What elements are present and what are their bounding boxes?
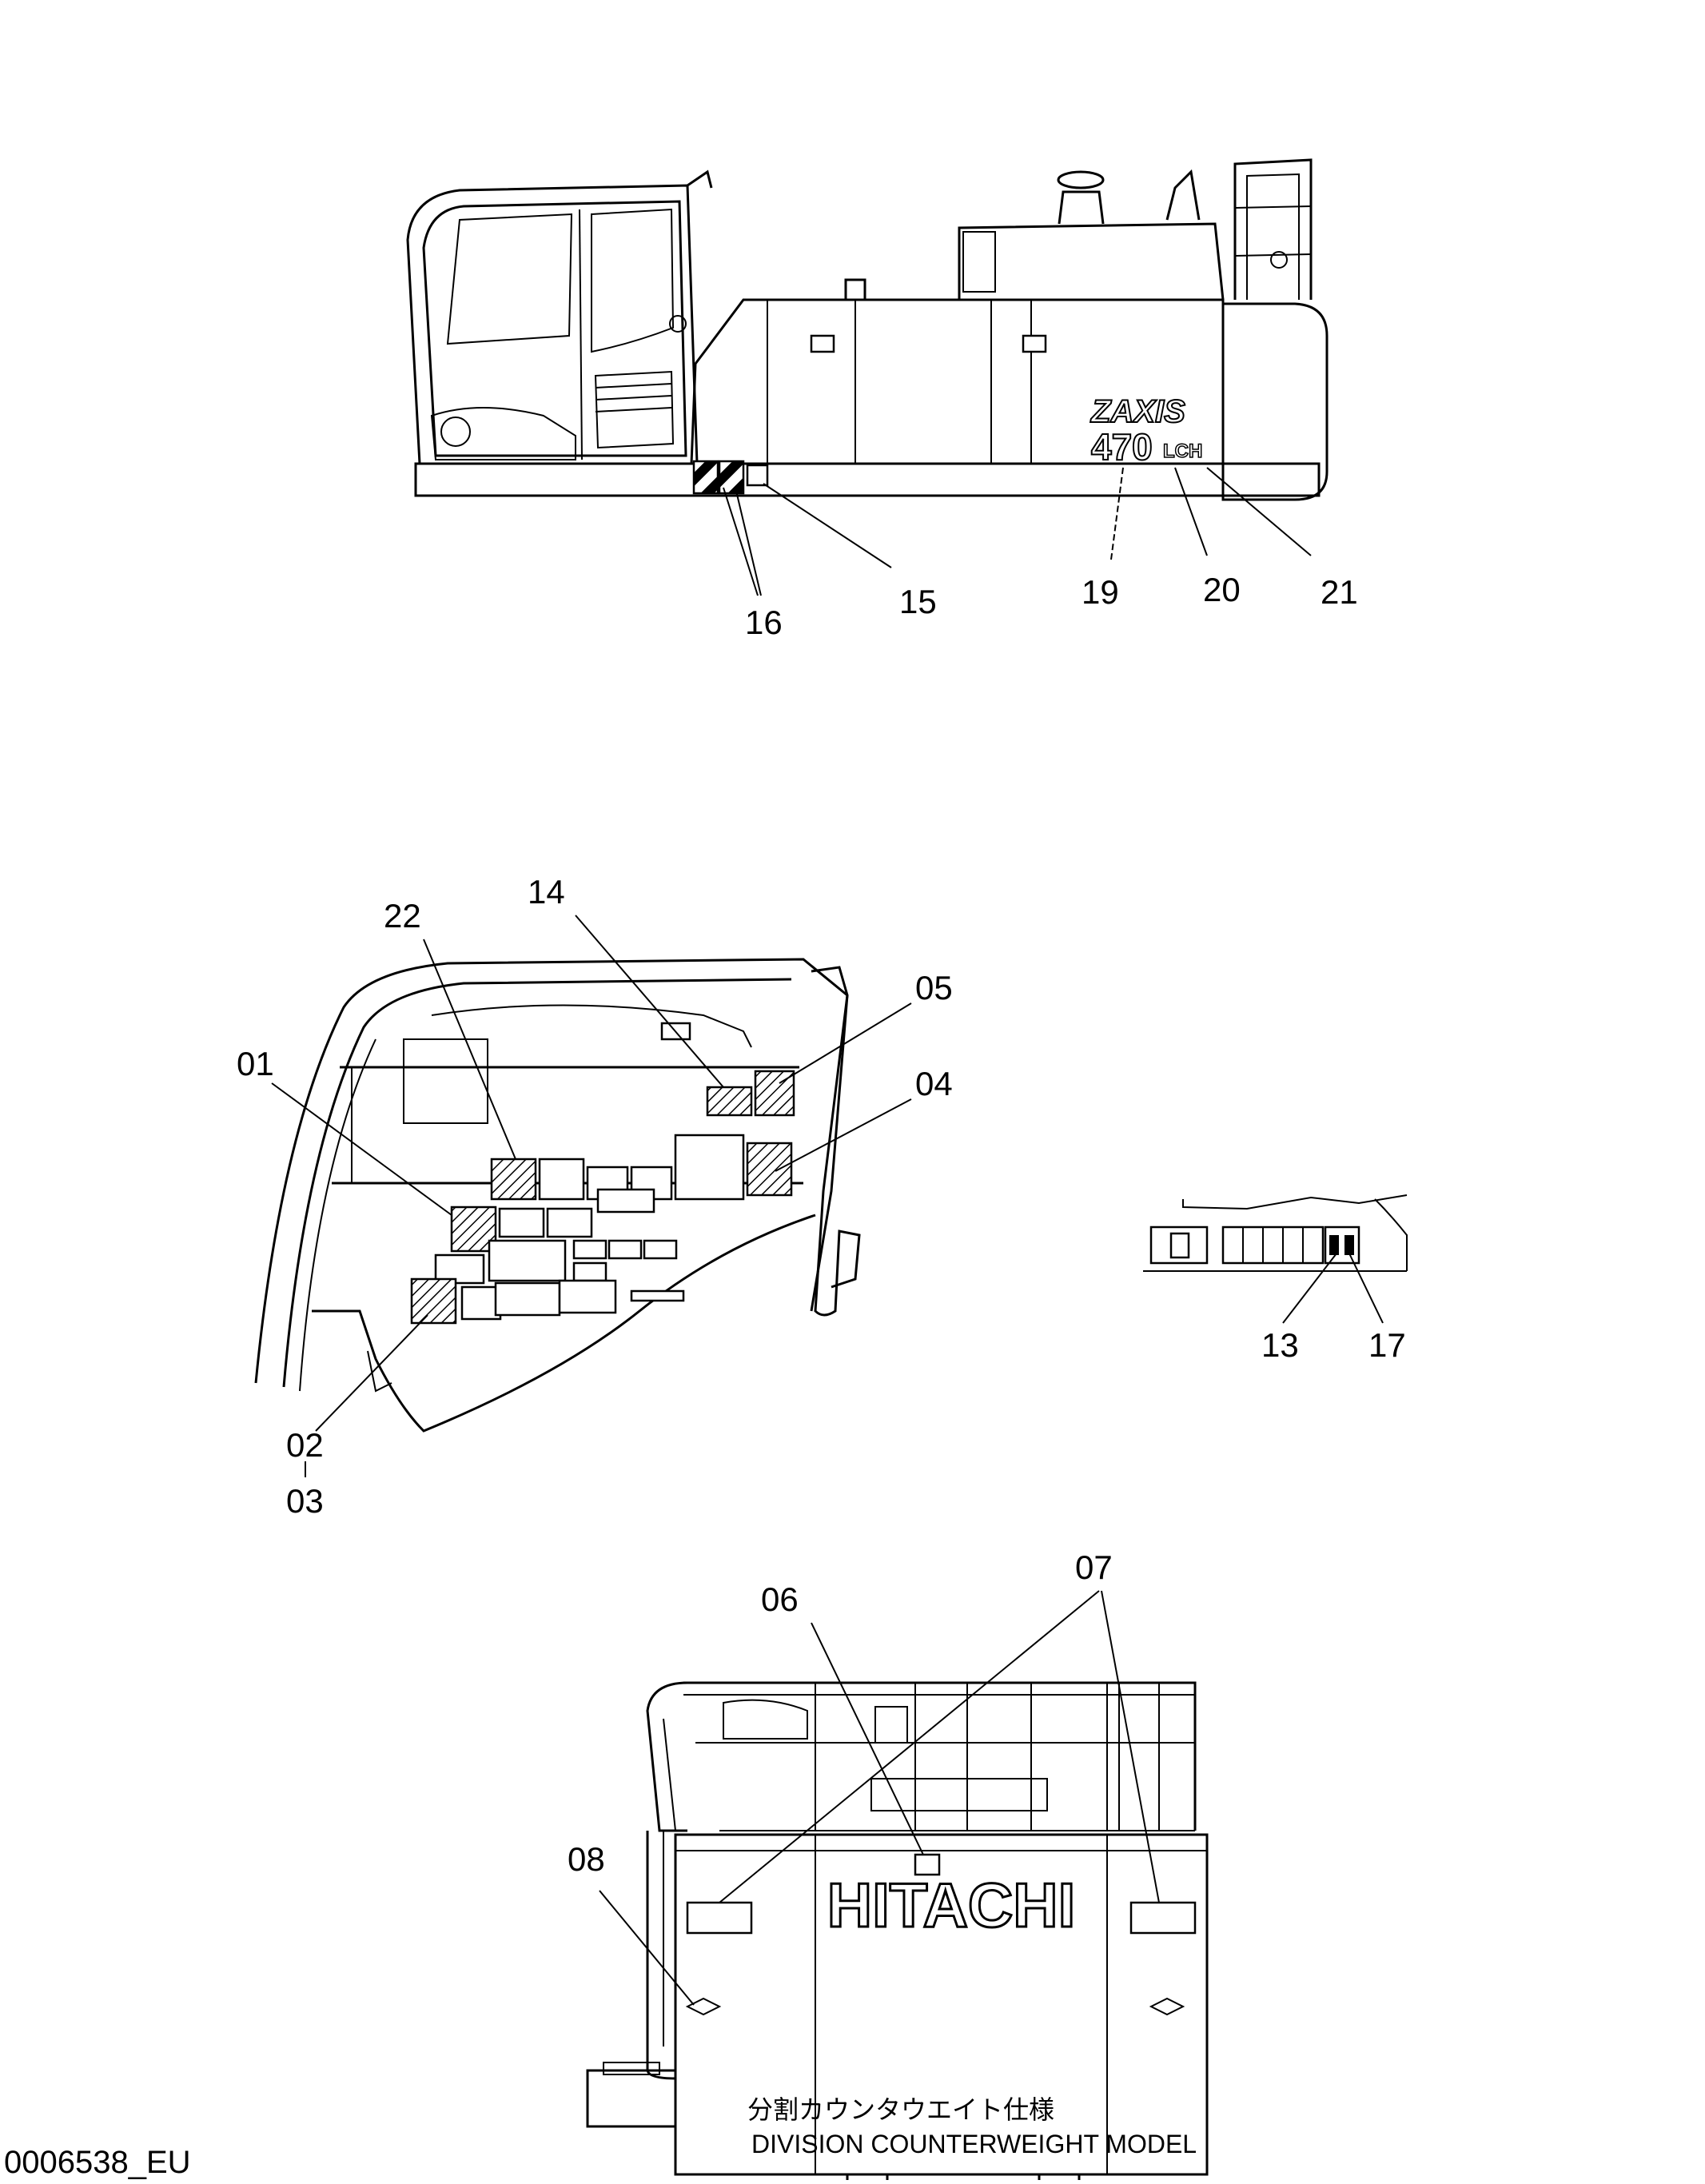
model-number-badge: 470 [1091,426,1153,468]
switch-cluster [596,1188,655,1214]
rear-view-counterweight: HITACHI 07 06 08 [568,1548,1209,2184]
decal-06 [914,1853,941,1876]
caption-english: DIVISION COUNTERWEIGHT MODEL [751,2130,1197,2158]
side-cover-outline [690,298,1225,465]
cab-frame-outer [254,958,849,1384]
callout-08: 08 [568,1840,605,1878]
callout-13: 13 [1261,1326,1299,1364]
callout-17: 17 [1368,1326,1406,1364]
callout-04: 04 [915,1065,953,1102]
callout-16: 16 [745,604,783,641]
cab-interior-view: 22 14 05 01 04 02 03 [237,873,953,1520]
decal-08-right [1149,1997,1185,2016]
model-suffix-badge: LCH [1163,440,1202,462]
callout-06: 06 [761,1580,799,1618]
cab-outline [406,184,699,465]
zaxis-badge: ZAXIS [1090,394,1185,429]
decal-15 [746,464,769,487]
decal-07-left [686,1901,753,1935]
callout-14: 14 [528,873,565,911]
callout-15: 15 [899,583,937,620]
callout-07: 07 [1075,1548,1113,1586]
callout-01: 01 [237,1045,274,1082]
callout-20: 20 [1203,571,1241,608]
switch-block-right [1221,1226,1325,1265]
callout-05: 05 [915,969,953,1006]
decal-07-right [1129,1901,1197,1935]
hitachi-logo: HITACHI [827,1870,1076,1940]
decal-22 [490,1158,537,1201]
callout-22: 22 [384,897,421,935]
caption-japanese: 分割カウンタウエイト仕様 [747,2095,1054,2124]
callout-02: 02 [286,1426,324,1464]
decal-16-stripes [692,460,719,495]
callout-19: 19 [1082,573,1119,611]
decal-02 [410,1277,457,1325]
console-outline [312,1214,816,1433]
switch-panel-detail: 13 17 [1143,1194,1408,1364]
cab-front-window [446,213,573,345]
callout-21: 21 [1321,573,1358,611]
rear-handrail [683,1681,1197,1831]
handrail [1233,158,1313,300]
decal-04 [746,1142,793,1197]
drawing-id: 0006538_EU [4,2145,191,2180]
decal-14 [706,1086,753,1117]
cab-door-window [591,208,675,353]
callout-03: 03 [286,1482,324,1520]
counterweight-rear [674,1833,1209,2176]
decal-08-left [685,1997,722,2016]
side-view-excavator: ZAXIS 470 LCH 16 15 19 20 21 [406,158,1358,641]
counterweight-side [1221,302,1329,501]
